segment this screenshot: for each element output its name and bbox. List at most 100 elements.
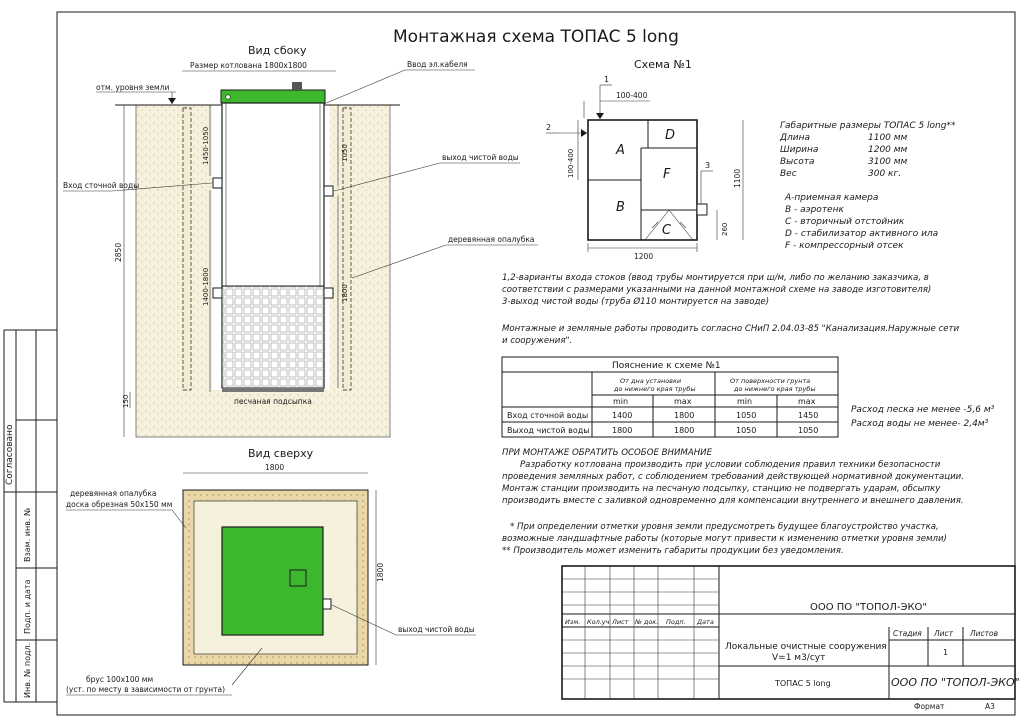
- legend-b: В - аэротенк: [785, 205, 844, 215]
- spec-name-1: Ширина: [780, 145, 818, 155]
- dim-right-1100: 1100: [733, 169, 742, 188]
- top-outlet-pipe: [322, 598, 332, 610]
- dim-1450-1050: 1450-1050: [202, 127, 210, 165]
- stamp-col-sign: Подп.: [666, 618, 686, 626]
- table-row1-v0: 1800: [612, 426, 632, 435]
- legend-c: С - вторичный отстойник: [785, 217, 905, 227]
- page-title: Монтажная схема ТОПАС 5 long: [393, 27, 679, 47]
- side-view: Вид сбоку Размер котлована 1800х1800 отм…: [63, 44, 538, 438]
- format-label: Формат: [914, 702, 945, 711]
- stamp-col-doc: № док.: [634, 618, 658, 626]
- cable-entry-label: Ввод эл.кабеля: [407, 60, 468, 69]
- footnote-2: возможные ландшафтные работы (которые мо…: [502, 534, 947, 544]
- outlet-pipe: [323, 185, 334, 197]
- table-sub-3: max: [798, 397, 816, 406]
- side-stamp-inv-orig: Инв. № подл.: [23, 643, 32, 698]
- stamp-product: ТОПАС 5 long: [774, 679, 831, 688]
- stamp-col-date: Дата: [696, 618, 714, 626]
- spec-name-2: Высота: [780, 157, 815, 167]
- stamp-object-1: Локальные очистные сооружения: [725, 642, 887, 652]
- stamp-col-list: Лист: [611, 618, 629, 626]
- top-view-title: Вид сверху: [248, 447, 314, 460]
- table-group1-line2: до нижнего края трубы: [613, 385, 696, 393]
- table-row0-v1: 1800: [674, 411, 694, 420]
- sand-bed: [136, 390, 390, 437]
- inlet-pipe: [212, 177, 223, 189]
- dim-bottom-1200: 1200: [634, 252, 653, 261]
- legend-f: F - компрессорный отсек: [785, 241, 904, 251]
- unit-lower-grid: [221, 285, 325, 389]
- top-view: Вид сверху 1800 1800 деревянная опалубка…: [66, 447, 476, 696]
- side-stamp-sign-date: Подп. и дата: [23, 579, 32, 634]
- dim-1400-1800: 1400-1800: [202, 268, 210, 306]
- scheme-title: Схема №1: [634, 58, 692, 71]
- spec-name-0: Длина: [779, 133, 810, 143]
- pit-size-label: Размер котлована 1800х1800: [190, 61, 307, 70]
- top-dim-height: 1800: [376, 563, 385, 582]
- top-board-label: доска обрезная 50х150 мм: [66, 500, 172, 509]
- spec-value-0: 1100 мм: [868, 133, 908, 143]
- sand-left: [136, 105, 212, 437]
- top-dim-width: 1800: [265, 463, 284, 472]
- note-variants-1: 1,2-варианты входа стоков (ввод трубы мо…: [502, 273, 929, 283]
- stamp-stage: Стадия: [893, 629, 922, 638]
- dim-260: 260: [721, 223, 729, 236]
- dim-1800: 1800: [341, 284, 349, 302]
- table-row1-v3: 1050: [798, 426, 818, 435]
- beam-note: (уст. по месту в зависимости от грунта): [66, 685, 225, 694]
- zone-f: F: [663, 167, 671, 182]
- table-row0-label: Вход сточной воды: [507, 411, 588, 420]
- dim-left-100-400: 100-400: [567, 149, 575, 178]
- spec-value-1: 1200 мм: [868, 145, 908, 155]
- specs: Габаритные размеры ТОПАС 5 long** Длина …: [779, 121, 956, 251]
- format-value: А3: [985, 702, 995, 711]
- table-sub-1: max: [674, 397, 692, 406]
- stamp-sheets: Листов: [969, 629, 998, 638]
- inlet-label-1: Вход сточной воды: [63, 181, 139, 190]
- beam-label: брус 100х100 мм: [86, 675, 153, 684]
- lower-pipe-left: [212, 287, 223, 299]
- marker-3: 3: [705, 161, 710, 170]
- table-row0-v2: 1050: [736, 411, 756, 420]
- stamp-object-2: V=1 м3/сут: [772, 653, 825, 663]
- attention-notes: ПРИ МОНТАЖЕ ОБРАТИТЬ ОСОБОЕ ВНИМАНИЕ Раз…: [502, 448, 964, 556]
- formwork-right: [342, 107, 352, 391]
- note-works-2: и сооружения".: [502, 336, 572, 346]
- scheme-outlet-pipe: [696, 203, 708, 216]
- dim-2850: 2850: [114, 243, 123, 262]
- scheme-table: Пояснение к схеме №1 От дна установки до…: [501, 356, 839, 438]
- marker-2: 2: [546, 123, 551, 132]
- sand-right: [330, 105, 390, 437]
- zone-b: B: [616, 200, 625, 215]
- attention-line-4: производить вместе с заливкой одновремен…: [502, 496, 964, 506]
- specs-heading: Габаритные размеры ТОПАС 5 long**: [780, 121, 956, 131]
- stamp-sheet-no: 1: [943, 648, 948, 657]
- table-sub-0: min: [613, 397, 628, 406]
- unit-vent: [292, 82, 302, 90]
- stamp-company-top: ООО ПО "ТОПОЛ-ЭКО": [810, 602, 927, 613]
- stamp-col-izm: Изм.: [565, 618, 580, 626]
- ground-level-label: отм. уровня земли: [96, 83, 169, 92]
- table-group1-line1: От дна установки: [620, 377, 681, 385]
- note-variants-3: 3-выход чистой воды (труба Ø110 монтируе…: [502, 296, 769, 307]
- formwork-left: [182, 107, 192, 391]
- outlet-label: выход чистой воды: [442, 153, 519, 162]
- sand-consumption: Расход песка не менее -5,6 м³: [851, 405, 995, 415]
- table-group2-line1: От поверхности грунта: [730, 377, 810, 385]
- table-group2-line2: до нижнего края трубы: [733, 385, 816, 393]
- sand-bed-label: песчаная подсыпка: [234, 397, 312, 406]
- spec-name-3: Вес: [780, 169, 797, 179]
- notes: 1,2-варианты входа стоков (ввод трубы мо…: [502, 273, 960, 346]
- footnote-1: * При определении отметки уровня земли п…: [510, 522, 939, 532]
- attention-line-1: Разработку котлована производить при усл…: [520, 460, 941, 470]
- scheme: Схема №1 A B C D F 1 100-400 2 100-400 3: [546, 58, 744, 261]
- title-block: ООО ПО "ТОПОЛ-ЭКО" Изм. Кол.уч Лист № до…: [561, 565, 1020, 711]
- attention-line-2: проведения земляных работ, с соблюдением…: [502, 472, 964, 482]
- spec-value-2: 3100 мм: [868, 157, 908, 167]
- side-view-title: Вид сбоку: [248, 44, 307, 57]
- stamp-col-kol: Кол.уч: [587, 618, 610, 626]
- table-caption: Пояснение к схеме №1: [612, 361, 721, 371]
- table-row0-v3: 1450: [798, 411, 818, 420]
- footnote-3: ** Производитель может изменить габариты…: [502, 546, 844, 556]
